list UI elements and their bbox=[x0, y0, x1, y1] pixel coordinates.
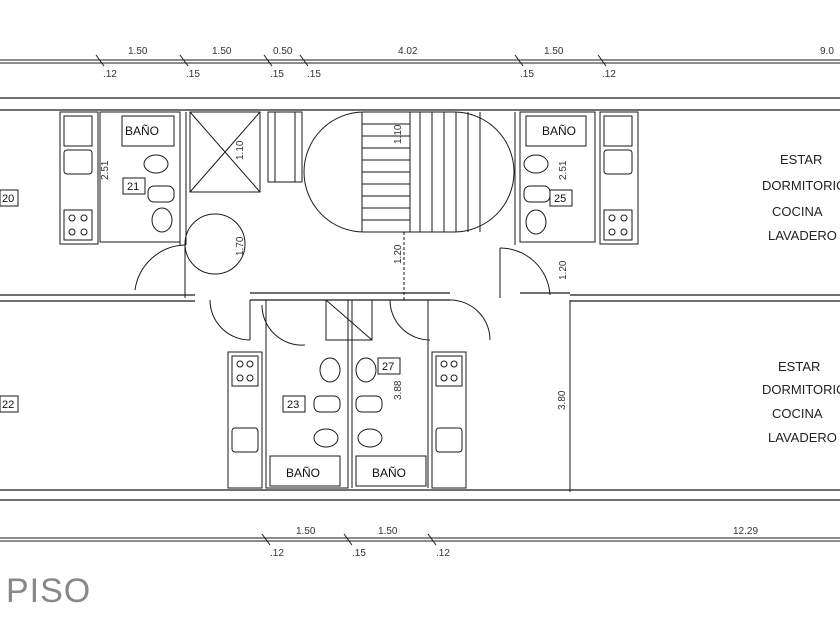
unit-27: 27 bbox=[382, 361, 394, 373]
top-dimension-line bbox=[0, 54, 840, 67]
vdim-1-20b: 1.20 bbox=[558, 260, 569, 280]
unit-25: 25 bbox=[554, 193, 566, 205]
unit-23: 23 bbox=[287, 399, 299, 411]
unit-21: 21 bbox=[127, 181, 139, 193]
unit-box-27 bbox=[377, 357, 401, 375]
top-dim-1: 1.50 bbox=[128, 46, 148, 57]
bano-label-2: BAÑO bbox=[542, 124, 576, 138]
room-lower-cocina: COCINA bbox=[772, 406, 823, 421]
top-dim-5: 1.50 bbox=[544, 46, 564, 57]
room-upper-dormitorio: DORMITORIO bbox=[762, 178, 840, 193]
door-swings bbox=[134, 244, 551, 346]
top-wall-1: .12 bbox=[103, 69, 117, 80]
unit-20: 20 bbox=[2, 193, 14, 205]
vdim-1-10a: 1.10 bbox=[235, 140, 246, 160]
top-dim-3: 0.50 bbox=[273, 46, 293, 57]
bottom-dim-2: 1.50 bbox=[378, 526, 398, 537]
lower-service-block bbox=[227, 299, 467, 489]
bano-label-3: BAÑO bbox=[286, 466, 320, 480]
vdim-1: 2.51 bbox=[100, 160, 111, 180]
vdim-3-88: 3.88 bbox=[393, 380, 404, 400]
vdim-1-20: 1.20 bbox=[393, 244, 404, 264]
room-upper-cocina: COCINA bbox=[772, 204, 823, 219]
floor-title: PISO bbox=[6, 572, 92, 610]
unit-box-20 bbox=[0, 189, 19, 207]
vdim-2-51b: 2.51 bbox=[558, 160, 569, 180]
bottom-wall-2: .15 bbox=[352, 548, 366, 559]
room-lower-dormitorio: DORMITORIO bbox=[762, 382, 840, 397]
bottom-dimension-line bbox=[0, 533, 840, 546]
top-wall-3: .15 bbox=[270, 69, 284, 80]
room-lower-lavadero: LAVADERO bbox=[768, 430, 837, 445]
top-wall-5: .15 bbox=[520, 69, 534, 80]
top-dim-2: 1.50 bbox=[212, 46, 232, 57]
vdim-3-80: 3.80 bbox=[557, 390, 568, 410]
unit-box-22 bbox=[0, 395, 19, 413]
bano-label-4: BAÑO bbox=[372, 466, 406, 480]
left-service-block bbox=[59, 111, 187, 245]
top-wall-4: .15 bbox=[307, 69, 321, 80]
unit-box-23 bbox=[282, 395, 306, 413]
top-dim-4: 4.02 bbox=[398, 46, 418, 57]
room-upper-estar: ESTAR bbox=[780, 152, 822, 167]
vdim-1-70: 1.70 bbox=[235, 236, 246, 256]
bottom-dim-1: 1.50 bbox=[296, 526, 316, 537]
top-wall-2: .15 bbox=[186, 69, 200, 80]
bottom-wall-1: .12 bbox=[270, 548, 284, 559]
top-dim-6: 9.0 bbox=[820, 46, 834, 57]
stair-core bbox=[184, 111, 515, 300]
right-service-block bbox=[514, 111, 639, 245]
room-lower-estar: ESTAR bbox=[778, 359, 820, 374]
unit-box-25 bbox=[549, 189, 573, 207]
bottom-wall-3: .12 bbox=[436, 548, 450, 559]
bottom-dim-3: 12.29 bbox=[733, 526, 758, 537]
top-wall-6: .12 bbox=[602, 69, 616, 80]
unit-box-21 bbox=[122, 177, 146, 195]
vdim-1-10b: 1.10 bbox=[393, 124, 404, 144]
bano-label-1: BAÑO bbox=[125, 124, 159, 138]
room-upper-lavadero: LAVADERO bbox=[768, 228, 837, 243]
unit-22: 22 bbox=[2, 399, 14, 411]
